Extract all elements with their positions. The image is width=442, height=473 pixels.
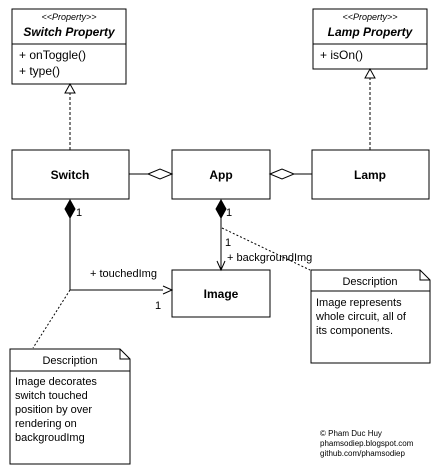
image-class-name: Image	[204, 287, 239, 301]
credit-author: © Pham Duc Huy	[320, 429, 382, 438]
app-image-target-multiplicity: 1	[225, 237, 231, 249]
switch-image-source-multiplicity: 1	[76, 207, 82, 219]
author-credits: © Pham Duc Huy phamsodiep.blogspot.com g…	[320, 429, 414, 458]
right-note-line-3: its components.	[316, 325, 393, 337]
app-image-composition: 1 1 + backgroundImg	[215, 198, 312, 272]
left-note-line-1: Image decorates	[15, 376, 97, 388]
app-class-name: App	[209, 168, 232, 182]
left-note-line-2: switch touched	[15, 390, 88, 402]
switch-property-operation-type: + type()	[19, 64, 60, 78]
app-image-source-multiplicity: 1	[226, 207, 232, 219]
lamp-property-stereotype: <<Property>>	[342, 12, 397, 22]
lamp-class: Lamp	[311, 149, 430, 200]
lamp-property-title: Lamp Property	[328, 25, 414, 39]
right-note-title: Description	[342, 276, 397, 288]
right-note-line-1: Image represents	[316, 297, 402, 309]
credit-github: github.com/phamsodiep	[320, 449, 405, 458]
lamp-realization-arrow	[364, 67, 376, 150]
switch-property-operation-ontoggle: + onToggle()	[19, 48, 86, 62]
left-note-line-3: position by over	[15, 404, 92, 416]
background-img-role-label: + backgroundImg	[227, 252, 312, 264]
switch-image-target-multiplicity: 1	[155, 300, 161, 312]
left-note-line-5: backgroudImg	[15, 432, 85, 444]
right-note-anchor	[221, 227, 311, 271]
image-class: Image	[171, 269, 271, 318]
switch-realization-arrow	[64, 82, 76, 150]
right-note-line-2: whole circuit, all of	[315, 311, 407, 323]
switch-property-interface: <<Property>> Switch Property + onToggle(…	[11, 8, 127, 85]
left-note-title: Description	[42, 355, 97, 367]
lamp-property-interface: <<Property>> Lamp Property + isOn()	[312, 8, 428, 70]
lamp-class-name: Lamp	[354, 168, 386, 182]
app-lamp-aggregation	[268, 168, 312, 180]
credit-blog: phamsodiep.blogspot.com	[320, 439, 414, 448]
app-switch-aggregation	[129, 168, 174, 180]
left-note-anchor	[32, 289, 71, 349]
right-description-note: Description Image represents whole circu…	[310, 269, 431, 364]
switch-property-stereotype: <<Property>>	[41, 12, 96, 22]
switch-class: Switch	[11, 149, 130, 200]
switch-property-title: Switch Property	[23, 25, 116, 39]
app-class: App	[171, 149, 271, 200]
left-description-note: Description Image decorates switch touch…	[9, 348, 131, 465]
switch-image-composition: 1 + touchedImg 1	[64, 198, 174, 312]
left-note-line-4: rendering on	[15, 418, 77, 430]
switch-class-name: Switch	[51, 168, 90, 182]
lamp-property-operation-ison: + isOn()	[320, 48, 363, 62]
touched-img-role-label: + touchedImg	[90, 268, 157, 280]
